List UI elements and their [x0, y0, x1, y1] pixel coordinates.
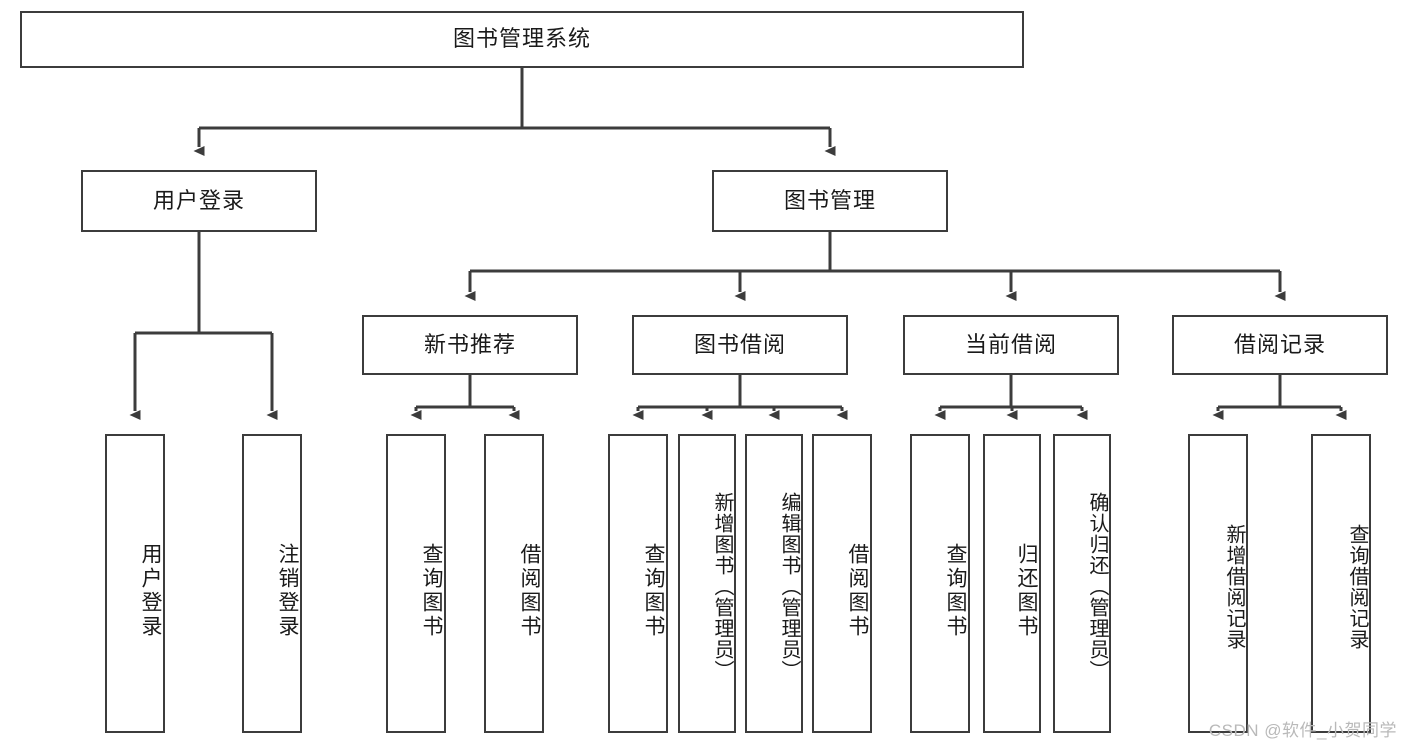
node-leaf-borrow-book[interactable]: 借阅图书: [812, 434, 872, 733]
node-leaf-logout-label: 注销登录: [276, 542, 299, 639]
node-leaf-query-book-borrow[interactable]: 查询图书: [608, 434, 668, 733]
node-book-borrow-label: 图书借阅: [693, 331, 786, 357]
node-leaf-borrow-book-rec[interactable]: 借阅图书: [484, 434, 544, 733]
node-new-book-recommend-label: 新书推荐: [423, 331, 516, 357]
csdn-watermark: CSDN @软件_小贺同学: [1208, 721, 1397, 740]
node-book-manage-label: 图书管理: [783, 187, 876, 213]
node-borrow-record-label: 借阅记录: [1233, 331, 1326, 357]
node-user-login[interactable]: 用户登录: [81, 170, 317, 232]
node-leaf-add-book-label: 新增图书（管理员）: [711, 492, 733, 681]
node-leaf-query-record[interactable]: 查询借阅记录: [1311, 434, 1371, 733]
node-leaf-confirm-return-label: 确认归还（管理员）: [1086, 492, 1108, 681]
node-leaf-query-record-label: 查询借阅记录: [1346, 523, 1368, 650]
node-leaf-query-book-cur-label: 查询图书: [944, 542, 967, 639]
node-leaf-query-book-rec-label: 查询图书: [420, 542, 443, 639]
node-leaf-return-book[interactable]: 归还图书: [983, 434, 1041, 733]
node-borrow-record[interactable]: 借阅记录: [1172, 315, 1388, 375]
node-leaf-return-book-label: 归还图书: [1015, 542, 1038, 639]
node-leaf-borrow-book-label: 借阅图书: [846, 542, 869, 639]
node-leaf-user-login-label: 用户登录: [139, 542, 162, 639]
node-leaf-borrow-book-rec-label: 借阅图书: [518, 542, 541, 639]
node-leaf-edit-book-label: 编辑图书（管理员）: [778, 492, 800, 681]
node-leaf-add-book[interactable]: 新增图书（管理员）: [678, 434, 736, 733]
node-leaf-confirm-return[interactable]: 确认归还（管理员）: [1053, 434, 1111, 733]
node-new-book-recommend[interactable]: 新书推荐: [362, 315, 578, 375]
node-current-borrow-label: 当前借阅: [964, 331, 1057, 357]
node-leaf-query-book-cur[interactable]: 查询图书: [910, 434, 970, 733]
node-leaf-add-record-label: 新增借阅记录: [1223, 523, 1245, 650]
node-leaf-edit-book[interactable]: 编辑图书（管理员）: [745, 434, 803, 733]
node-leaf-logout[interactable]: 注销登录: [242, 434, 302, 733]
node-book-borrow[interactable]: 图书借阅: [632, 315, 848, 375]
node-root-label: 图书管理系统: [452, 26, 591, 52]
node-current-borrow[interactable]: 当前借阅: [903, 315, 1119, 375]
node-leaf-add-record[interactable]: 新增借阅记录: [1188, 434, 1248, 733]
node-root[interactable]: 图书管理系统: [20, 11, 1024, 68]
node-user-login-label: 用户登录: [152, 187, 245, 213]
node-leaf-query-book-rec[interactable]: 查询图书: [386, 434, 446, 733]
node-leaf-user-login[interactable]: 用户登录: [105, 434, 165, 733]
node-leaf-query-book-borrow-label: 查询图书: [642, 542, 665, 639]
node-book-manage[interactable]: 图书管理: [712, 170, 948, 232]
